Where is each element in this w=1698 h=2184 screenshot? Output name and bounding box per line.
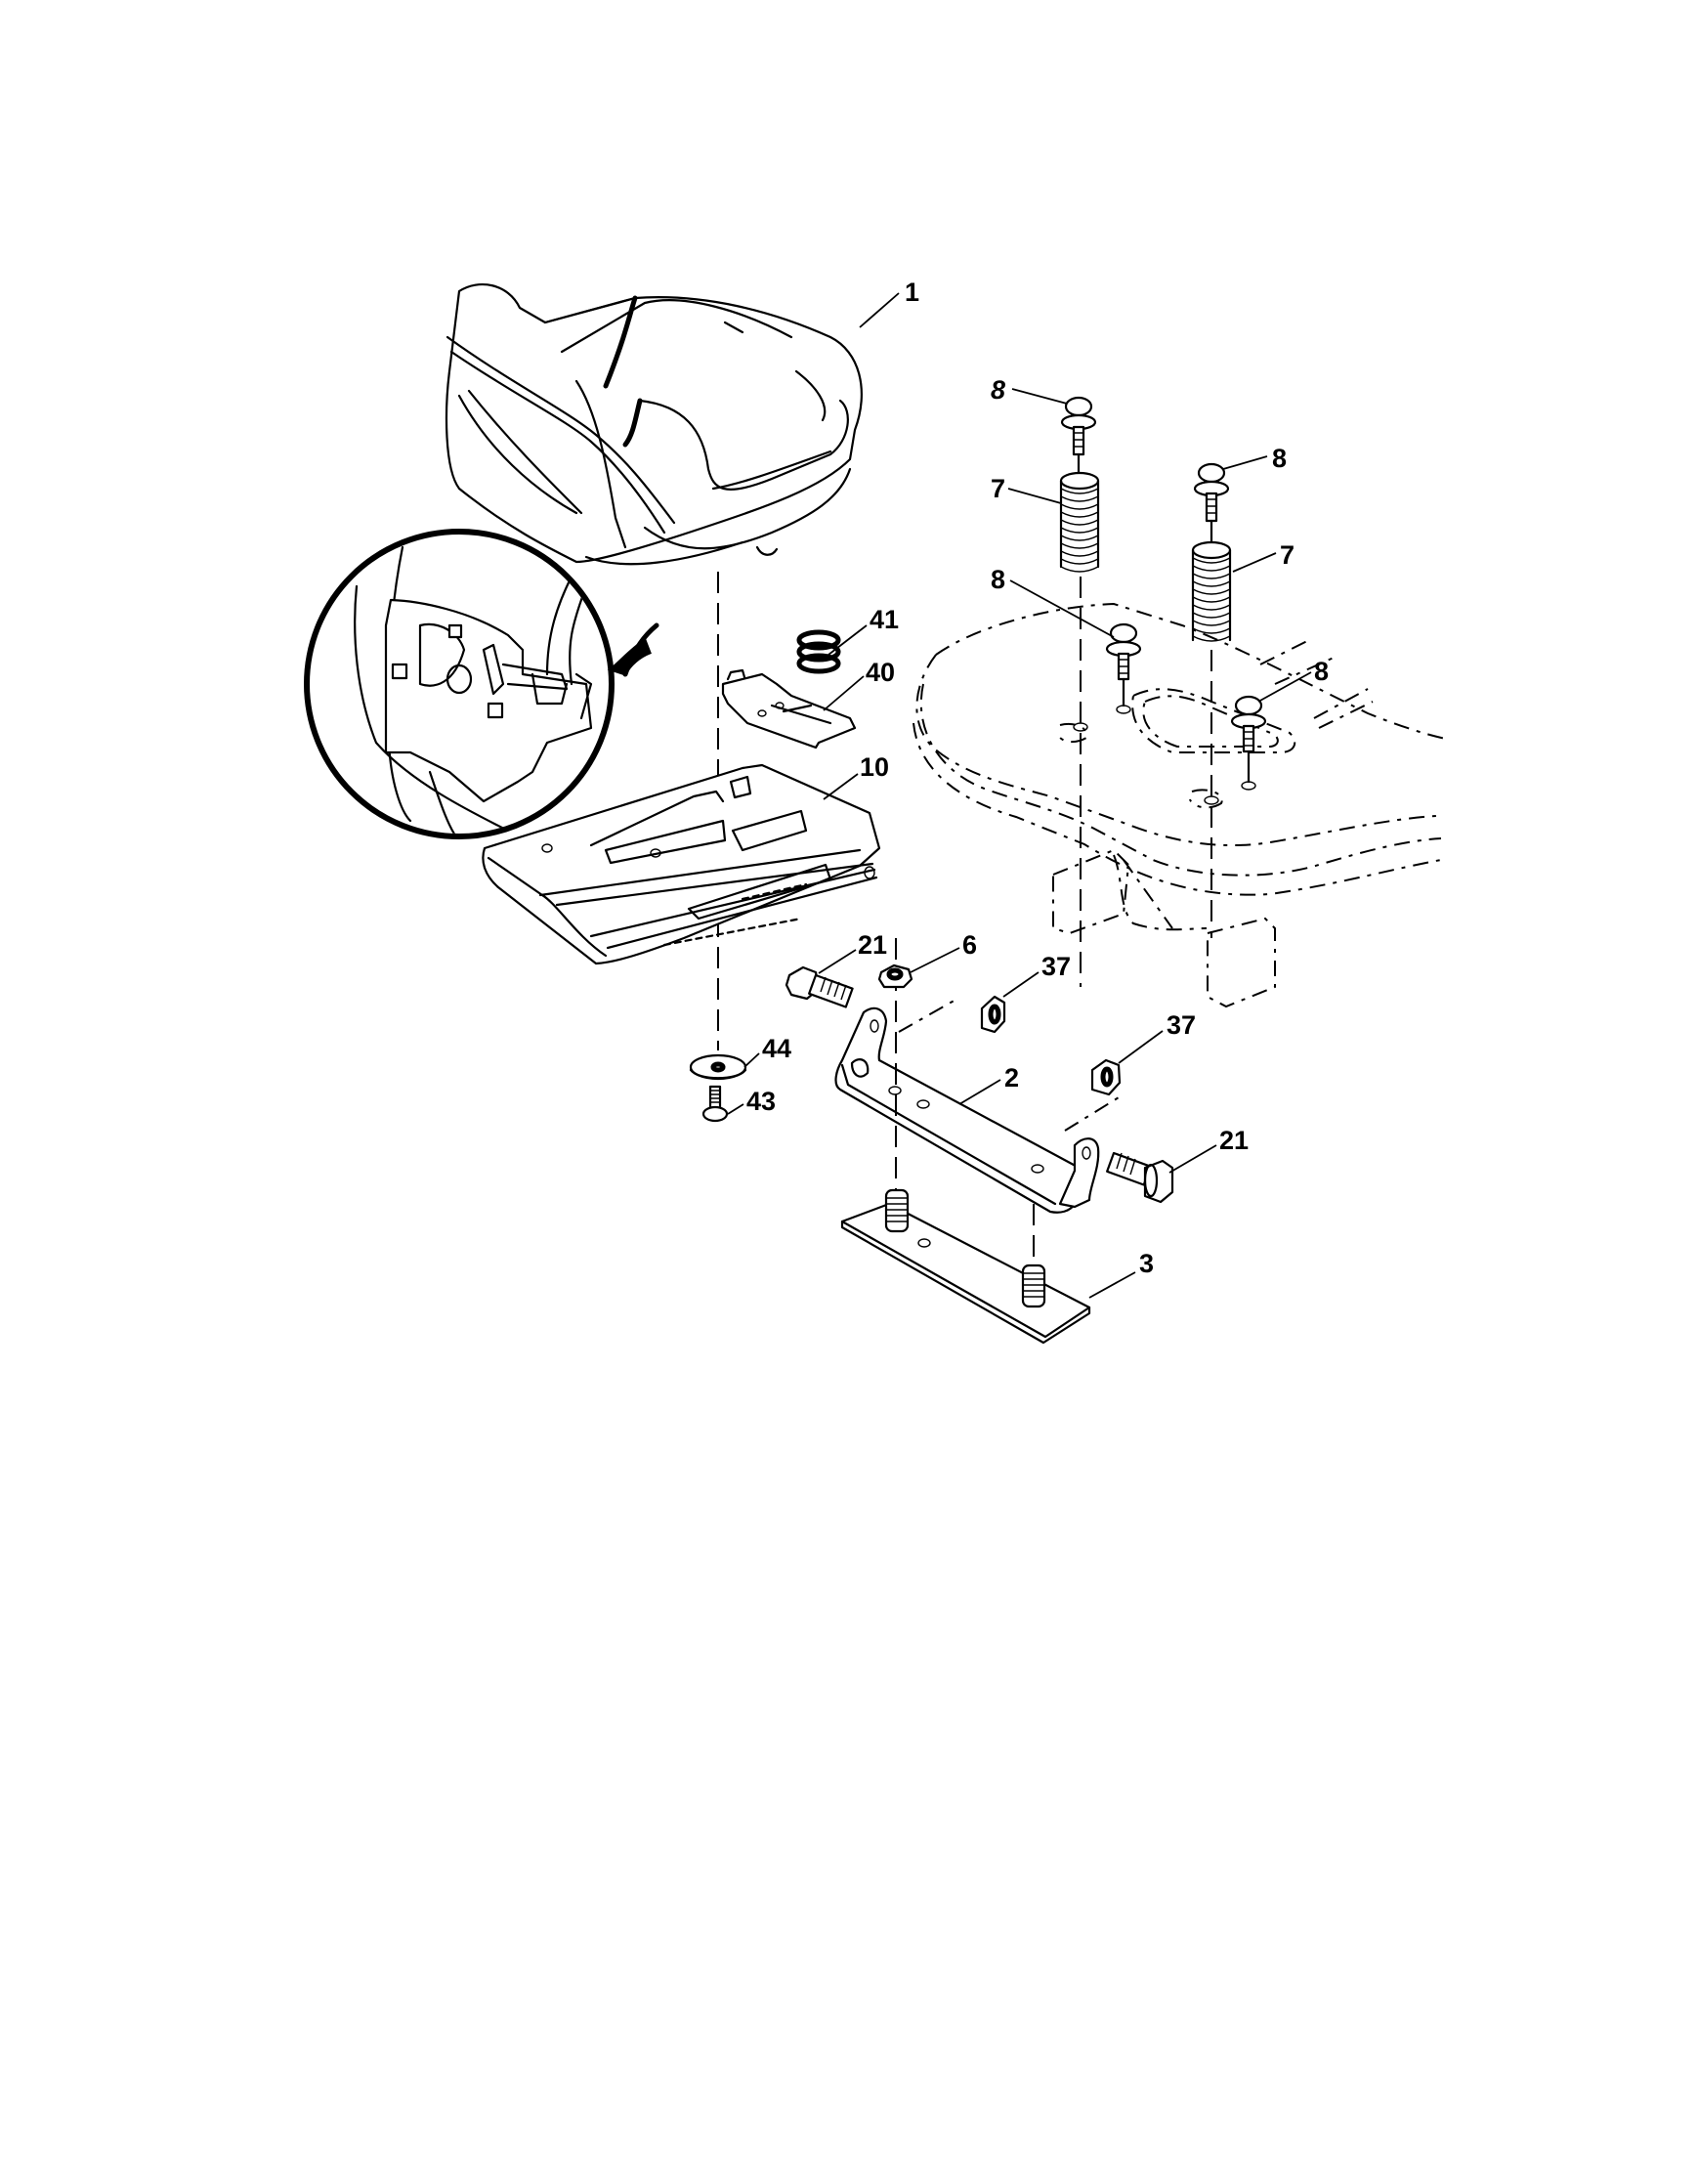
mounting-plate-part-3 <box>840 1188 1091 1345</box>
bolt-part-8-lower-right <box>1230 695 1267 791</box>
fender-frame-outline <box>913 602 1447 1008</box>
callout-21: 21 <box>1219 1126 1250 1155</box>
callout-40: 40 <box>866 658 896 687</box>
seat-part-1 <box>445 283 863 566</box>
callout-43: 43 <box>746 1087 777 1116</box>
callout-44: 44 <box>762 1034 792 1063</box>
seat-pan-part-10 <box>482 763 881 965</box>
shoulder-bolt-part-21-left <box>785 965 854 1008</box>
bolt-part-8-lower-left <box>1105 622 1142 714</box>
callout-7: 7 <box>991 474 1006 503</box>
callout-10: 10 <box>860 752 890 782</box>
callout-3: 3 <box>1139 1249 1155 1278</box>
bolt-part-8-upper-right <box>1193 462 1230 523</box>
callout-8: 8 <box>991 565 1006 594</box>
callout-21: 21 <box>858 930 888 960</box>
spring-part-7-left <box>1059 471 1100 573</box>
bolt-part-8-upper-left <box>1060 396 1097 456</box>
spring-part-41 <box>796 629 841 674</box>
nut-part-6 <box>877 964 913 989</box>
nut-part-37-lower <box>1090 1058 1122 1096</box>
spring-part-7-right <box>1191 540 1232 642</box>
seat-pan-adjust-holes <box>662 882 808 947</box>
shoulder-bolt-part-21-right <box>1106 1151 1174 1204</box>
screw-part-43 <box>701 1085 729 1123</box>
callout-8: 8 <box>1314 657 1330 686</box>
callout-1: 1 <box>905 278 920 307</box>
leader-lines <box>727 292 1312 1299</box>
seat-bracket-part-2 <box>834 1006 1100 1214</box>
callout-37: 37 <box>1041 952 1072 981</box>
callout-2: 2 <box>1004 1063 1020 1092</box>
callout-8: 8 <box>1272 444 1288 473</box>
callout-7: 7 <box>1280 540 1295 570</box>
callout-41: 41 <box>870 605 900 634</box>
nut-part-37-upper <box>980 995 1006 1034</box>
callout-8: 8 <box>991 375 1006 405</box>
seat-latch-detail-inset <box>304 529 659 839</box>
callout-6: 6 <box>962 930 978 960</box>
callout-37: 37 <box>1167 1010 1197 1040</box>
latch-part-40 <box>721 668 857 749</box>
washer-part-44 <box>689 1053 747 1081</box>
